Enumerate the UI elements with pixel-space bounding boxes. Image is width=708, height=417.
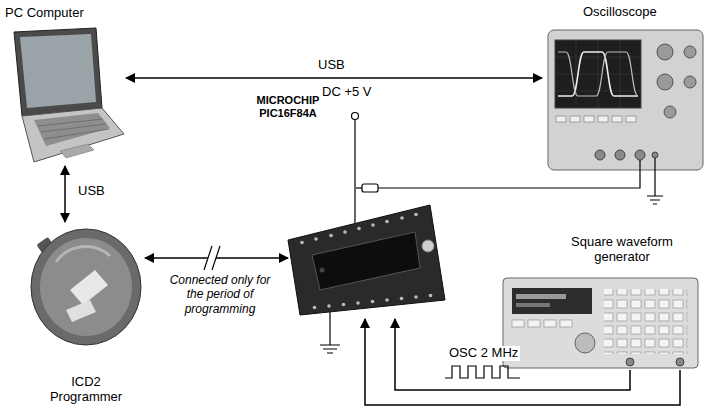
generator-illustration bbox=[503, 278, 698, 368]
board-node: MICROCHIP PIC16F84A bbox=[285, 205, 447, 317]
device-title: MICROCHIP PIC16F84A bbox=[249, 94, 327, 119]
device-title: PC Computer bbox=[5, 6, 123, 21]
device-title: Square waveform generator bbox=[552, 235, 692, 265]
oscilloscope-node: Oscilloscope bbox=[545, 25, 705, 175]
connector-label: USB bbox=[316, 58, 347, 73]
ground-symbol bbox=[320, 312, 340, 353]
square-wave-symbol bbox=[445, 366, 520, 378]
computer-node: PC Computer bbox=[5, 28, 123, 163]
device-title: ICD2 Programmer bbox=[39, 375, 133, 405]
supply-label: DC +5 V bbox=[322, 84, 372, 100]
connector-label: USB bbox=[76, 184, 107, 199]
connector-label: OSC 2 MHz bbox=[447, 346, 520, 361]
laptop-illustration bbox=[14, 28, 124, 162]
connector-arrow bbox=[395, 319, 630, 390]
board-illustration bbox=[288, 205, 445, 315]
connector-arrow bbox=[365, 319, 680, 405]
connector-arrow bbox=[64, 166, 66, 222]
note-label: Connected only for the period of program… bbox=[168, 273, 272, 316]
oscilloscope-illustration bbox=[548, 30, 703, 170]
connector-arrow bbox=[126, 77, 542, 79]
generator-node: Square waveform generator bbox=[500, 275, 700, 370]
programmer-illustration bbox=[31, 229, 141, 345]
probe-wire bbox=[356, 158, 663, 204]
supply-wire bbox=[352, 113, 359, 224]
programmer-node: ICD2 Programmer bbox=[30, 225, 142, 347]
device-title: Oscilloscope bbox=[583, 5, 698, 20]
break-mark bbox=[204, 246, 220, 270]
